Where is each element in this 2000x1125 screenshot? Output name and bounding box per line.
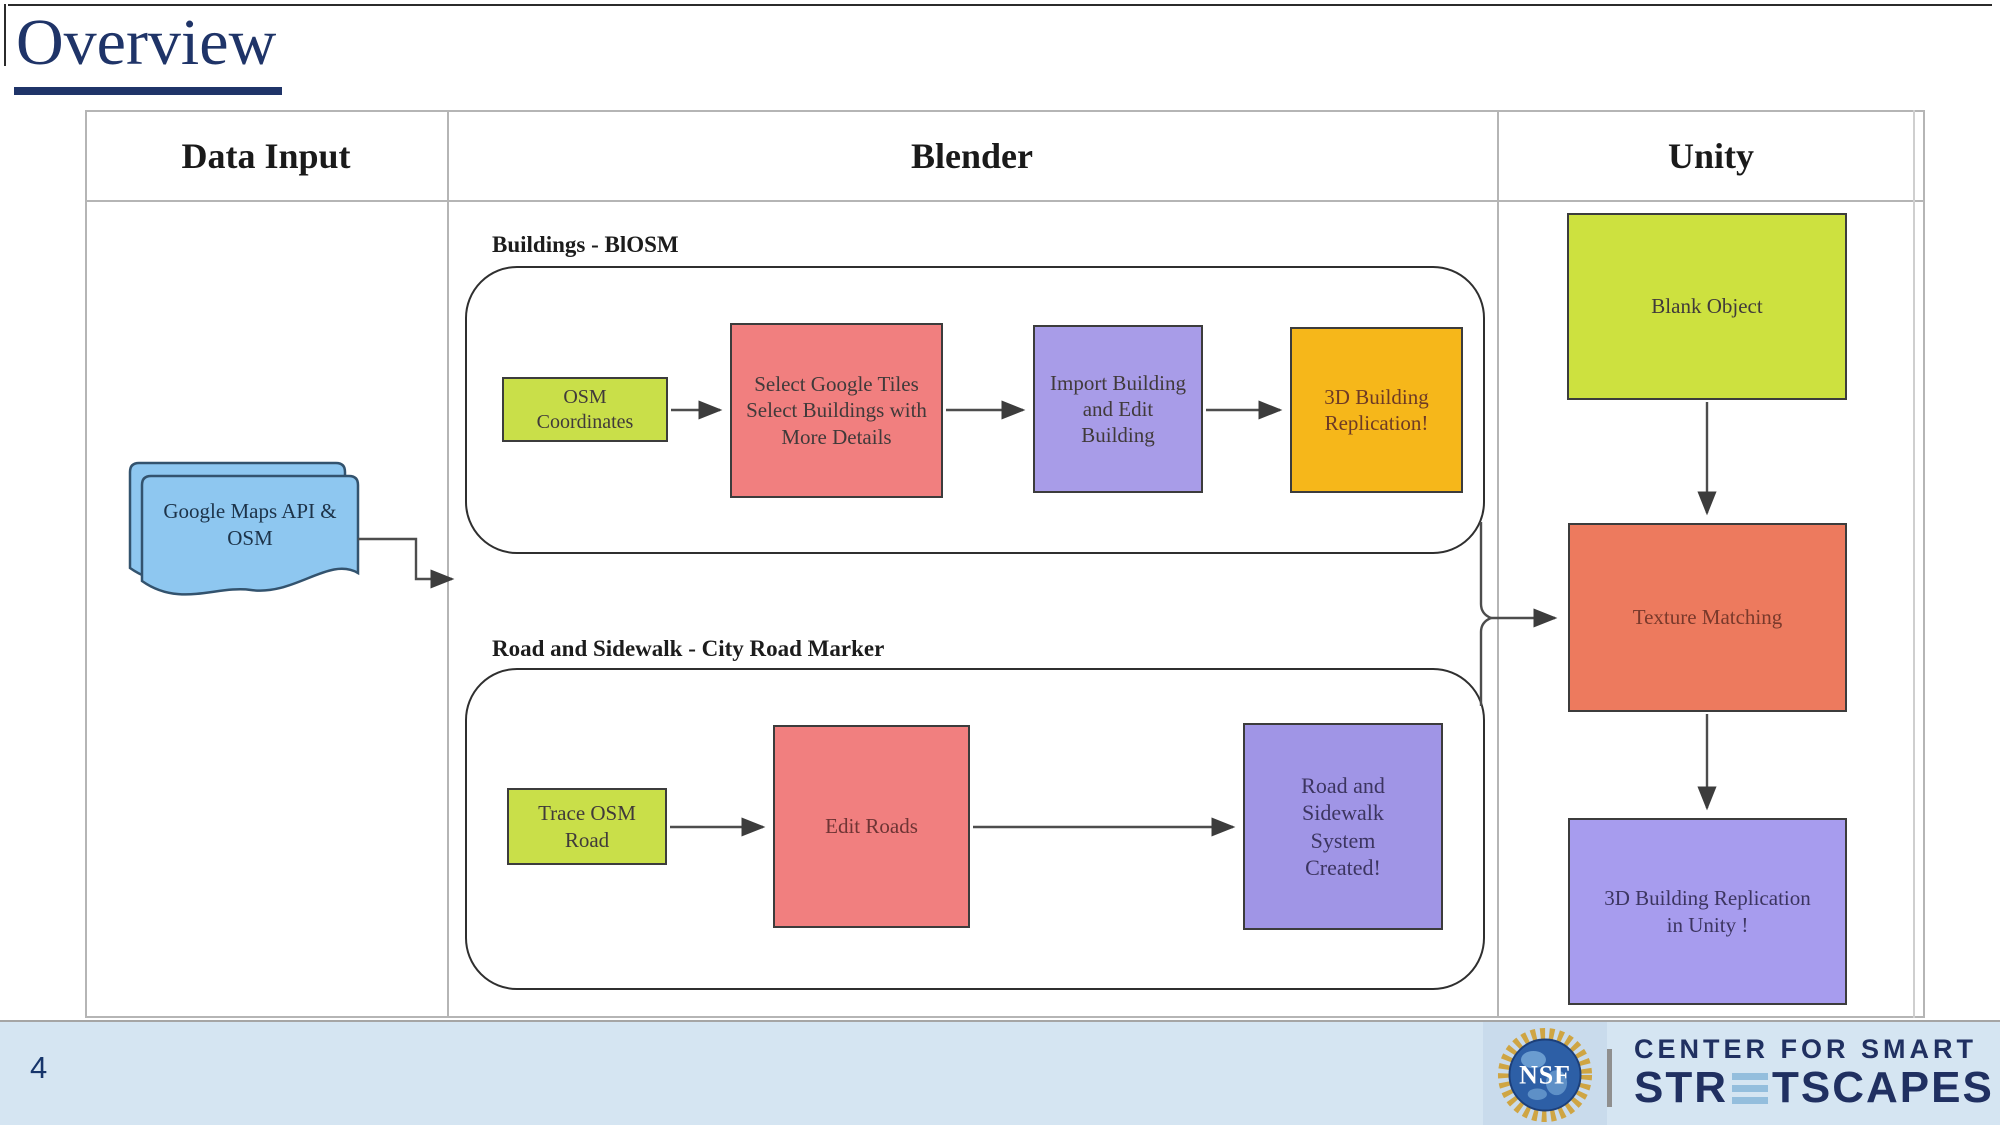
inner-right-border	[1913, 110, 1915, 1018]
nsf-logo-tile: NSF	[1483, 1022, 1607, 1125]
doc-label: Google Maps API & OSM	[163, 499, 337, 551]
roads-group-container	[465, 668, 1485, 990]
brand-line1: CENTER FOR SMART	[1634, 1034, 1977, 1064]
brand-divider-bar	[1607, 1049, 1612, 1107]
slide-left-edge	[4, 4, 6, 66]
footer-band: 4 NSF CENTER FOR SMART STR TSCAPES	[0, 1020, 2000, 1125]
nsf-logo-text: NSF	[1519, 1060, 1571, 1089]
pipeline-table-frame	[85, 110, 1925, 1018]
nsf-logo-icon: NSF	[1497, 1027, 1593, 1122]
node-select-google-tiles: Select Google Tiles Select Buildings wit…	[730, 323, 943, 498]
column-header-blender: Blender	[911, 136, 1033, 176]
buildings-group-container	[465, 266, 1485, 554]
node-texture-matching: Texture Matching	[1568, 523, 1847, 712]
column-header-data-input: Data Input	[181, 136, 351, 176]
column-divider-2	[1497, 110, 1499, 1018]
buildings-group-label: Buildings - BlOSM	[492, 232, 679, 257]
brand-wordmark: CENTER FOR SMART STR TSCAPES	[1634, 1034, 1994, 1110]
brand-line2-prefix: STR	[1634, 1063, 1728, 1112]
node-trace-osm-road: Trace OSM Road	[507, 788, 667, 865]
brand-line2-suffix: TSCAPES	[1772, 1063, 1994, 1112]
roads-group-label: Road and Sidewalk - City Road Marker	[492, 636, 885, 661]
brand-e-bars-icon	[1732, 1072, 1768, 1104]
page-number: 4	[30, 1050, 48, 1085]
page-title: Overview	[14, 2, 283, 95]
column-divider-1	[447, 110, 449, 1018]
node-3d-replication-unity: 3D Building Replication in Unity !	[1568, 818, 1847, 1005]
node-osm-coordinates: OSM Coordinates	[502, 377, 668, 442]
node-edit-roads: Edit Roads	[773, 725, 970, 928]
slide-top-edge	[8, 4, 1992, 6]
node-road-sidewalk-created: Road and Sidewalk System Created!	[1243, 723, 1443, 930]
node-blank-object: Blank Object	[1567, 213, 1847, 400]
brand-line2: STR TSCAPES	[1634, 1066, 1994, 1110]
node-import-edit-building: Import Building and Edit Building	[1033, 325, 1203, 493]
column-header-unity: Unity	[1667, 136, 1754, 176]
node-3d-building-replication: 3D Building Replication!	[1290, 327, 1463, 493]
header-divider-line	[85, 200, 1925, 202]
